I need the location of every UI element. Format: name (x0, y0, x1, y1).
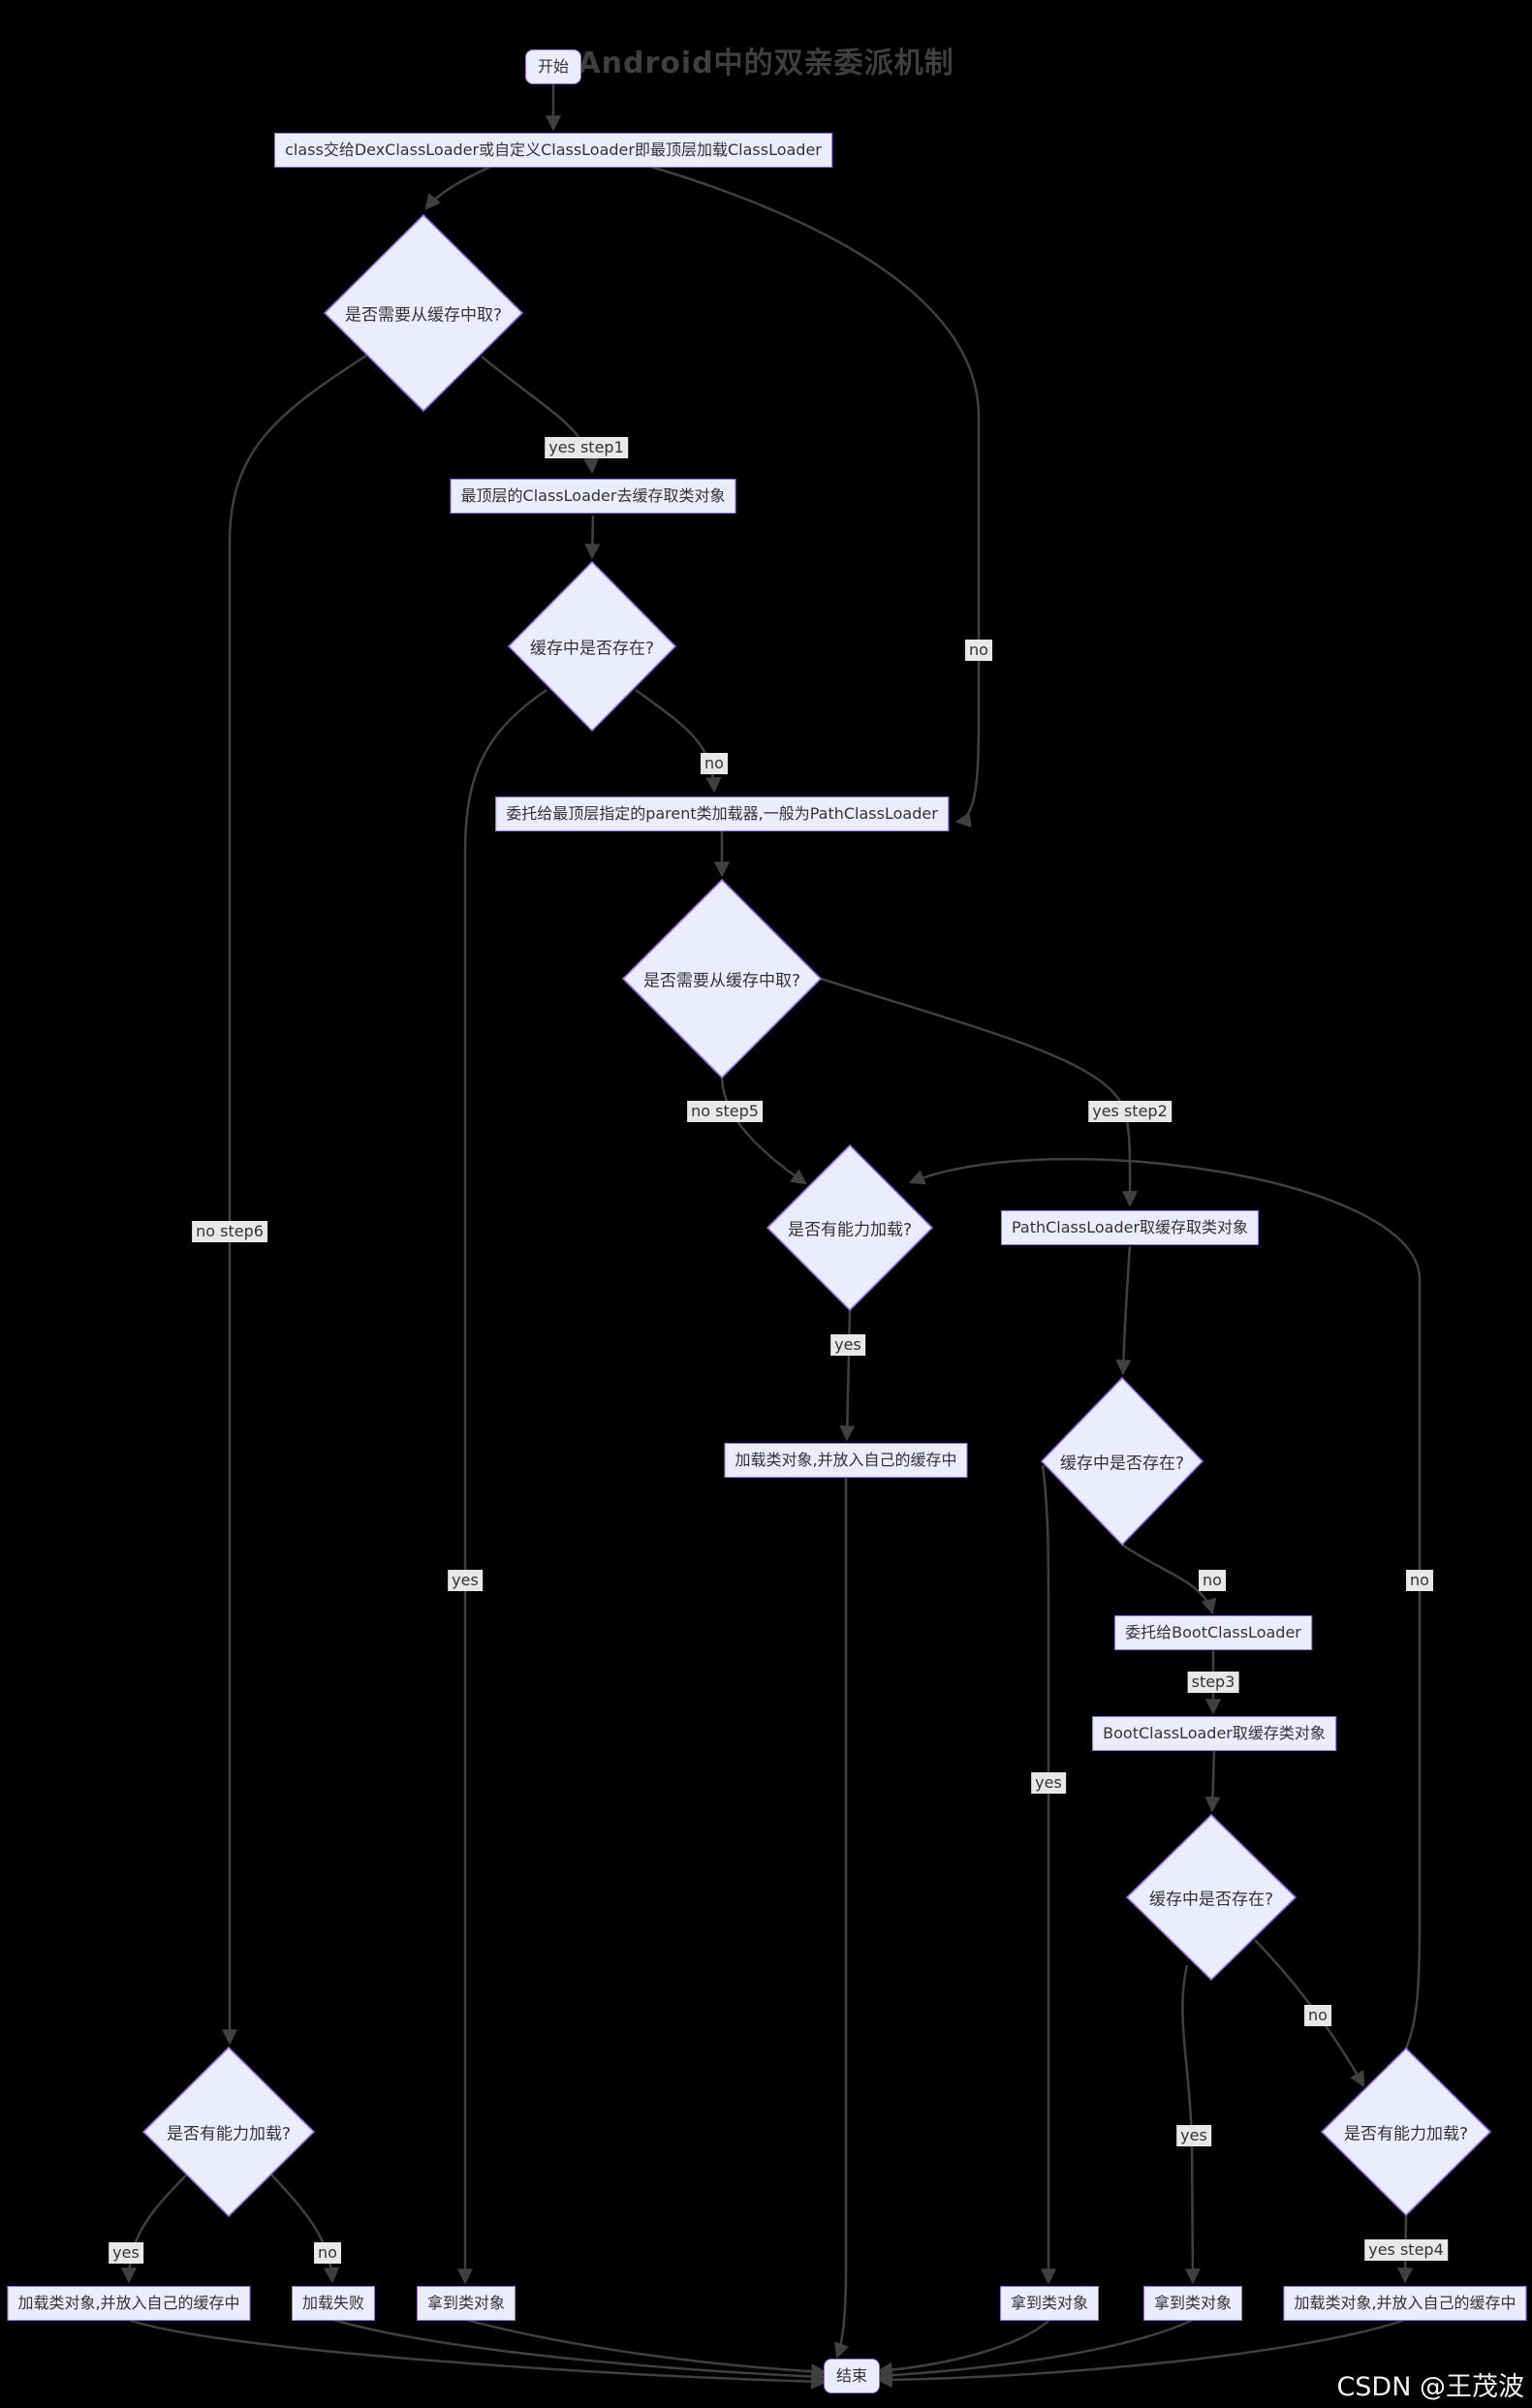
csdn-watermark: CSDN @王茂波 (1336, 2372, 1524, 2402)
edge-label-yes-can-load-path: yes (830, 1334, 865, 1356)
edge-yes-cache-path (1040, 1464, 1057, 2285)
edge-no-step5 (720, 1077, 808, 1185)
node-load-fail: 加载失败 (291, 2286, 376, 2321)
decision-cache-exist-top: 缓存中是否存在? (529, 639, 655, 659)
decision-can-load-path: 是否有能力加载? (787, 1220, 913, 1240)
decision-need-cache-top: 是否需要从缓存中取? (344, 305, 503, 326)
node-got-class-top: 拿到类对象 (416, 2286, 516, 2321)
edge-yes-can-load-top (120, 2174, 187, 2284)
edge-pathgetcache-cacheexist (1115, 1245, 1132, 1376)
edge-label-yes-step1: yes step1 (545, 437, 628, 458)
node-boot-get-cache: BootClassLoader取缓存类对象 (1092, 1716, 1336, 1751)
edge-label-no-step5: no step5 (687, 1101, 763, 1122)
edge-label-yes-cache-boot: yes (1176, 2125, 1211, 2146)
edge-label-no-can-load-boot: no (1406, 1570, 1433, 1591)
decision-cache-exist-path: 缓存中是否存在? (1059, 1454, 1185, 1474)
edge-label-no-cache-boot: no (1304, 2005, 1331, 2026)
cache-exist-top-diamond (507, 560, 677, 733)
edge-yes-cache-top (456, 688, 547, 2285)
edge-label-yes-cache-path: yes (1031, 1772, 1066, 1794)
edge-no-cache-path (1121, 1543, 1217, 1615)
edge-gotclasstop-end (465, 2318, 828, 2380)
node-start: 开始 (524, 49, 582, 84)
node-entry-box: class交给DexClassLoader或自定义ClassLoader即最顶层… (274, 133, 832, 168)
node-path-get-cache: PathClassLoader取缓存取类对象 (1000, 1210, 1260, 1245)
decision-can-load-boot: 是否有能力加载? (1343, 2124, 1469, 2144)
edge-no-cache-top (635, 688, 722, 794)
node-end: 结束 (823, 2359, 881, 2393)
edge-no-delegate-parent (650, 165, 981, 828)
node-top-get-cache: 最顶层的ClassLoader去缓存取类对象 (450, 479, 736, 514)
edge-label-yes-step4: yes step4 (1364, 2239, 1448, 2261)
edge-label-no-cache-top: no (701, 753, 728, 774)
edge-bootgetcache-cacheexist (1204, 1749, 1221, 1813)
decision-need-cache-path: 是否需要从缓存中取? (642, 971, 801, 991)
can-load-path-diamond (766, 1143, 934, 1312)
edge-label-yes-can-load-top: yes (109, 2242, 143, 2264)
edge-label-step3: step3 (1187, 1672, 1239, 1693)
edge-yes-can-load-path (839, 1309, 856, 1442)
node-got-class-path: 拿到类对象 (999, 2286, 1100, 2321)
edge-entry-needcachetop (424, 165, 491, 210)
edge-yes-cache-boot (1181, 1964, 1202, 2285)
cache-exist-boot-diamond (1125, 1813, 1298, 1982)
edge-gotclasspath-end (876, 2319, 1050, 2378)
node-load-cache-path: 加载类对象,并放入自己的缓存中 (724, 1443, 968, 1478)
cache-exist-path-diamond (1040, 1376, 1204, 1547)
edge-label-no-delegate: no (965, 640, 992, 661)
edge-no-can-load-boot (908, 1157, 1422, 2049)
edge-no-can-load-top-fail (270, 2173, 340, 2284)
decision-can-load-top: 是否有能力加载? (166, 2124, 292, 2144)
edge-label-yes-cache-top: yes (448, 1570, 483, 1591)
edge-topgetcache-cacheexist (584, 515, 601, 560)
need-cache-top-diamond (323, 213, 524, 413)
decision-cache-exist-boot: 缓存中是否存在? (1148, 1890, 1274, 1910)
edge-no-cache-boot (1254, 1939, 1365, 2088)
node-delegate-parent: 委托给最顶层指定的parent类加载器,一般为PathClassLoader (495, 797, 949, 831)
edge-label-no-cache-path: no (1199, 1570, 1226, 1591)
node-load-cache-boot: 加载类对象,并放入自己的缓存中 (1283, 2286, 1527, 2321)
edge-no-step6 (221, 354, 367, 2046)
node-load-cache-top: 加载类对象,并放入自己的缓存中 (7, 2286, 251, 2321)
edge-loadcachetop-end (128, 2318, 828, 2390)
can-load-top-diamond (141, 2046, 316, 2218)
edge-gotclassboot-end (876, 2318, 1194, 2384)
edge-label-yes-step2: yes step2 (1088, 1101, 1172, 1122)
edge-label-no-can-load-top: no (314, 2242, 341, 2264)
edge-label-no-step6: no step6 (192, 1221, 267, 1242)
edge-loadcachepath-end (833, 1478, 850, 2360)
node-got-class-boot: 拿到类对象 (1142, 2286, 1243, 2321)
page-title: Android中的双亲委派机制 (578, 47, 954, 80)
edge-loadfail-end (332, 2318, 828, 2385)
edge-loadcacheboot-end (876, 2318, 1406, 2389)
edge-yes-step2 (820, 977, 1139, 1207)
need-cache-path-diamond (621, 878, 823, 1079)
can-load-boot-diamond (1320, 2047, 1492, 2217)
node-delegate-boot: 委托给BootClassLoader (1114, 1615, 1312, 1650)
